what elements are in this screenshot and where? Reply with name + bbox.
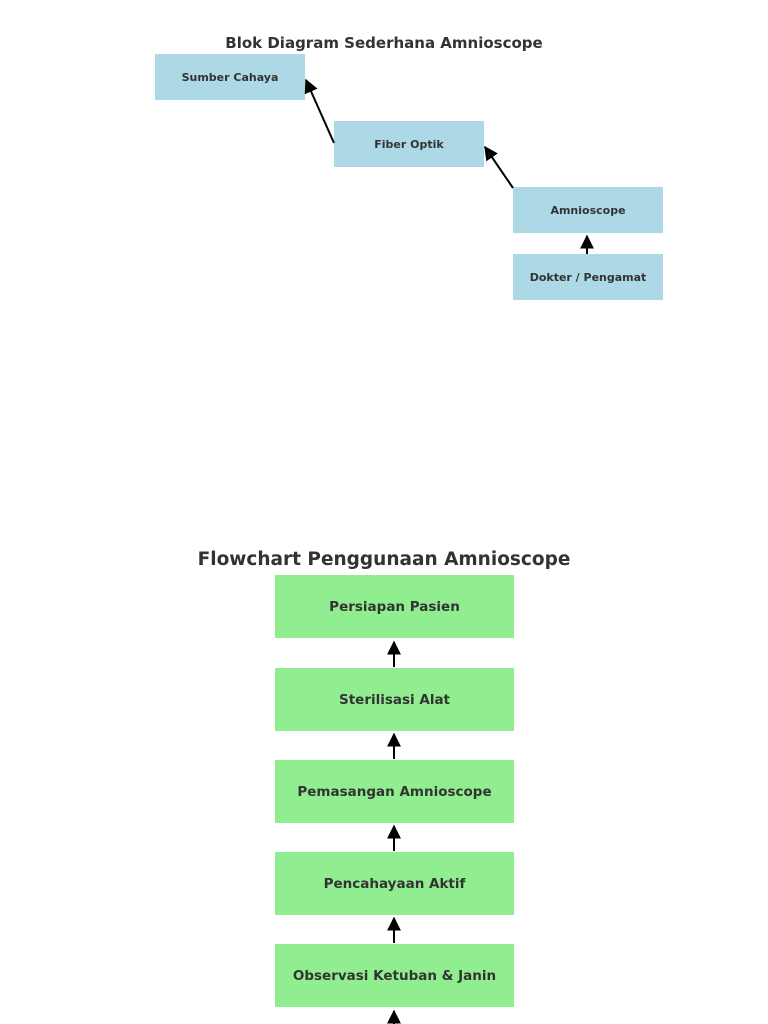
node-dokter-pengamat: Dokter / Pengamat	[513, 254, 663, 300]
node-fiber-optik: Fiber Optik	[334, 121, 484, 167]
step-pencahayaan-aktif: Pencahayaan Aktif	[275, 852, 514, 915]
block-diagram-title: Blok Diagram Sederhana Amnioscope	[225, 34, 543, 52]
arrow-fiber-to-sumber	[304, 78, 335, 144]
flowchart-title: Flowchart Penggunaan Amnioscope	[197, 549, 571, 570]
step-pemasangan-amnioscope: Pemasangan Amnioscope	[275, 760, 514, 823]
arrow-amnio-to-fiber	[484, 145, 514, 189]
step-sterilisasi-alat: Sterilisasi Alat	[275, 668, 514, 731]
node-amnioscope: Amnioscope	[513, 187, 663, 233]
step-observasi-ketuban-janin: Observasi Ketuban & Janin	[275, 944, 514, 1007]
step-persiapan-pasien: Persiapan Pasien	[275, 575, 514, 638]
node-sumber-cahaya: Sumber Cahaya	[155, 54, 305, 100]
